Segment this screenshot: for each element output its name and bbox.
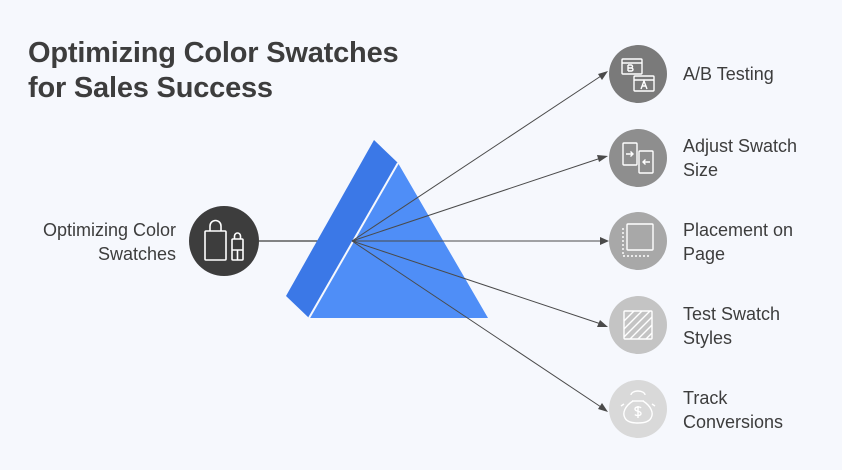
ray-1-arrowhead <box>598 71 608 80</box>
ray-2 <box>351 156 605 242</box>
placement-square-icon <box>609 212 667 270</box>
output-label-track-conversions: Track Conversions <box>683 386 833 434</box>
output-2-line-1: Adjust Swatch <box>683 136 798 156</box>
title-line-2: for Sales Success <box>28 72 273 104</box>
ray-4 <box>351 240 605 326</box>
ab-testing-icon <box>609 45 667 103</box>
diagram-title: Optimizing Color Swatches for Sales Succ… <box>28 36 448 106</box>
output-4-line-2: Styles <box>683 328 733 348</box>
prism-back-face <box>286 140 398 318</box>
input-label-line-2: Swatches <box>97 244 176 264</box>
ray-5 <box>351 240 605 410</box>
shopping-bags-icon <box>189 206 259 276</box>
output-circle-test-swatch-styles <box>609 296 667 354</box>
ray-3-arrowhead <box>600 237 609 245</box>
input-label-line-1: Optimizing Color <box>42 220 176 240</box>
output-label-ab-testing: A/B Testing <box>683 62 833 86</box>
output-circle-ab-testing <box>609 45 667 103</box>
output-2-line-2: Size <box>683 160 719 180</box>
output-label-test-swatch-styles: Test Swatch Styles <box>683 302 833 350</box>
output-label-placement-on-page: Placement on Page <box>683 218 833 266</box>
output-5-line-2: Conversions <box>683 412 784 432</box>
output-circle-adjust-swatch-size <box>609 129 667 187</box>
output-circle-track-conversions <box>609 380 667 438</box>
ray-4-arrowhead <box>597 320 608 327</box>
output-3-line-2: Page <box>683 244 726 264</box>
striped-swatch-icon <box>609 296 667 354</box>
output-1-line-1: A/B Testing <box>683 64 774 84</box>
ray-2-arrowhead <box>597 155 608 162</box>
input-label: Optimizing Color Swatches <box>43 218 176 266</box>
output-label-adjust-swatch-size: Adjust Swatch Size <box>683 134 833 182</box>
resize-icon <box>609 129 667 187</box>
ray-arrowheads <box>597 71 609 412</box>
ray-1 <box>351 73 605 242</box>
output-5-line-1: Track <box>683 388 728 408</box>
output-3-line-1: Placement on <box>683 220 794 240</box>
output-circle-placement-on-page <box>609 212 667 270</box>
output-4-line-1: Test Swatch <box>683 304 781 324</box>
ray-5-arrowhead <box>598 403 608 412</box>
dispersed-rays <box>351 73 605 410</box>
money-bag-icon <box>609 380 667 438</box>
title-line-1: Optimizing Color Swatches <box>28 37 399 69</box>
